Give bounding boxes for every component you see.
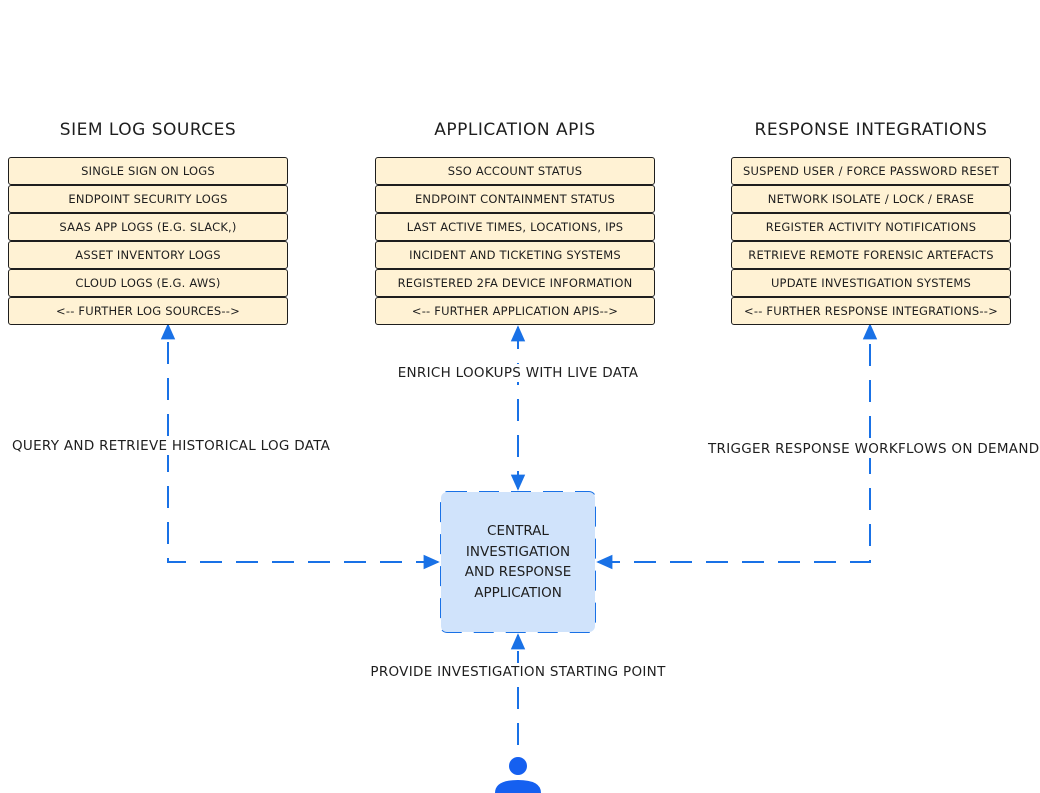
application-api-item: REGISTERED 2FA DEVICE INFORMATION <box>375 269 655 297</box>
response-integration-item: UPDATE INVESTIGATION SYSTEMS <box>731 269 1011 297</box>
siem-log-source-item: SINGLE SIGN ON LOGS <box>8 157 288 185</box>
response-integrations-title: RESPONSE INTEGRATIONS <box>754 120 988 140</box>
right-connector <box>596 323 878 570</box>
response-integration-item: SUSPEND USER / FORCE PASSWORD RESET <box>731 157 1011 185</box>
application-apis-title: APPLICATION APIS <box>434 120 596 140</box>
siem-log-source-item: ASSET INVENTORY LOGS <box>8 241 288 269</box>
response-integration-item: RETRIEVE REMOTE FORENSIC ARTEFACTS <box>731 241 1011 269</box>
response-integration-item: NETWORK ISOLATE / LOCK / ERASE <box>731 185 1011 213</box>
left-connector <box>160 323 440 570</box>
siem-log-source-item: ENDPOINT SECURITY LOGS <box>8 185 288 213</box>
siem-log-source-item: SAAS APP LOGS (E.G. SLACK,) <box>8 213 288 241</box>
response-integration-item: REGISTER ACTIVITY NOTIFICATIONS <box>731 213 1011 241</box>
left-edge-label: QUERY AND RETRIEVE HISTORICAL LOG DATA <box>12 437 331 455</box>
middle-edge-label: ENRICH LOOKUPS WITH LIVE DATA <box>396 364 640 382</box>
central-application-label: CENTRAL INVESTIGATION AND RESPONSE APPLI… <box>464 523 572 601</box>
central-application-box: CENTRAL INVESTIGATION AND RESPONSE APPLI… <box>441 492 595 632</box>
application-api-item: INCIDENT AND TICKETING SYSTEMS <box>375 241 655 269</box>
application-api-item: LAST ACTIVE TIMES, LOCATIONS, IPS <box>375 213 655 241</box>
application-api-item: ENDPOINT CONTAINMENT STATUS <box>375 185 655 213</box>
siem-log-source-item: <-- FURTHER LOG SOURCES--> <box>8 297 288 325</box>
bottom-edge-label: PROVIDE INVESTIGATION STARTING POINT <box>368 663 668 681</box>
response-integration-item: <-- FURTHER RESPONSE INTEGRATIONS--> <box>731 297 1011 325</box>
siem-log-source-item: CLOUD LOGS (E.G. AWS) <box>8 269 288 297</box>
siem-log-sources-title: SIEM LOG SOURCES <box>59 120 237 140</box>
application-api-item: SSO ACCOUNT STATUS <box>375 157 655 185</box>
application-api-item: <-- FURTHER APPLICATION APIS--> <box>375 297 655 325</box>
right-edge-label: TRIGGER RESPONSE WORKFLOWS ON DEMAND <box>708 440 1040 458</box>
person-icon <box>495 757 541 793</box>
